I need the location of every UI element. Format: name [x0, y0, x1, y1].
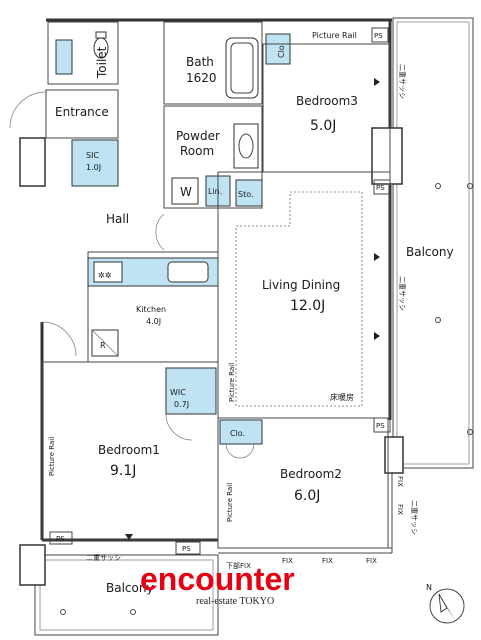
wic: WIC 0.7J — [165, 367, 217, 441]
structural-columns — [19, 127, 404, 586]
bath-size: 1620 — [186, 71, 217, 85]
bottom-fix-label: 下部FIX — [226, 561, 251, 570]
double-sash-3: 二重サッシ — [410, 500, 418, 535]
toilet-label: Toilet — [95, 46, 109, 79]
balcony-bottom — [34, 554, 219, 636]
fix-label-1: FIX — [396, 476, 404, 487]
balcony-right-label: Balcony — [406, 245, 454, 259]
bath-label: Bath — [186, 55, 214, 69]
kitchen-size: 4.0J — [146, 317, 161, 326]
kitchen-sink — [167, 261, 209, 283]
living-dining: Living Dining 12.0J 床暖房 Picture Rail — [217, 171, 391, 419]
balcony-bottom-label: Balcony — [106, 581, 154, 595]
powder-label-1: Powder — [176, 129, 220, 143]
bedroom3-label: Bedroom3 — [296, 94, 358, 108]
vanity-sink — [233, 123, 259, 169]
fix-label-5: FIX — [366, 557, 377, 565]
sic-label: SIC — [86, 151, 99, 160]
fridge-label: R — [100, 341, 106, 350]
washer-label: W — [180, 185, 192, 199]
storage-label: Sto. — [238, 190, 254, 199]
double-sash-1: 二重サッシ — [398, 64, 406, 99]
brand-name: encounter — [140, 561, 295, 597]
toilet-room: Toilet — [47, 21, 119, 85]
living-dining-size: 12.0J — [290, 298, 325, 314]
picture-rail-bed2: Picture Rail — [226, 483, 234, 522]
ps-label-2: PS — [376, 184, 385, 192]
hall: Hall — [41, 212, 165, 357]
brand-tagline: real-estate TOKYO — [196, 596, 274, 607]
stove — [93, 261, 123, 283]
sic-closet: SIC 1.0J — [71, 139, 119, 187]
north-arrow-icon: N — [426, 583, 465, 624]
double-sash-2: 二重サッシ — [398, 276, 406, 311]
linen-label: Lin. — [208, 187, 222, 196]
picture-rail-mid: Picture Rail — [228, 363, 236, 402]
wic-size: 0.7J — [174, 400, 189, 409]
washer-box — [171, 177, 199, 205]
entrance-label: Entrance — [55, 105, 109, 119]
bath-room: Bath 1620 — [163, 21, 263, 105]
picture-rail-left: Picture Rail — [48, 437, 56, 476]
closet-top-label: Clo. — [277, 43, 286, 58]
kitchen-label: Kitchen — [136, 305, 166, 314]
bedroom2: Clo. Bedroom2 6.0J Picture Rail PS — [175, 417, 389, 555]
double-sash-4: 二重サッシ — [86, 554, 121, 562]
hall-label: Hall — [106, 212, 129, 226]
wic-label: WIC — [170, 388, 186, 397]
powder-label-2: Room — [180, 144, 214, 158]
powder-room: Powder Room W Lin. Sto. — [163, 105, 263, 209]
brand-logo: encounter real-estate TOKYO — [140, 561, 295, 607]
ps-label-3: PS — [376, 422, 385, 430]
bathtub — [225, 37, 259, 99]
bedroom1-size: 9.1J — [110, 463, 136, 479]
toilet-sink — [55, 39, 73, 75]
kitchen: ✲✲ Kitchen 4.0J R — [87, 251, 219, 363]
ps-label-4: PS — [56, 535, 65, 543]
balcony-right — [392, 17, 474, 469]
floor-heating-label: 床暖房 — [330, 392, 354, 402]
fix-label-4: FIX — [322, 557, 333, 565]
bedroom3-size: 5.0J — [310, 118, 336, 134]
fix-label-2: FIX — [396, 504, 404, 515]
bedroom1-label: Bedroom1 — [98, 443, 160, 457]
north-label: N — [426, 583, 432, 592]
svg-text:✲✲: ✲✲ — [98, 271, 112, 280]
fix-label-3: FIX — [282, 557, 293, 565]
picture-rail-top: Picture Rail — [312, 31, 357, 40]
closet-bed2-label: Clo. — [230, 429, 245, 438]
sic-size: 1.0J — [86, 163, 101, 172]
living-dining-label: Living Dining — [262, 278, 340, 292]
bedroom3-closet: Clo. Picture Rail PS — [265, 27, 389, 65]
ps-label-1: PS — [374, 32, 383, 40]
ps-label-5: PS — [182, 545, 191, 553]
bedroom2-label: Bedroom2 — [280, 467, 342, 481]
entrance: Entrance — [9, 89, 119, 139]
bedroom2-size: 6.0J — [294, 488, 320, 504]
